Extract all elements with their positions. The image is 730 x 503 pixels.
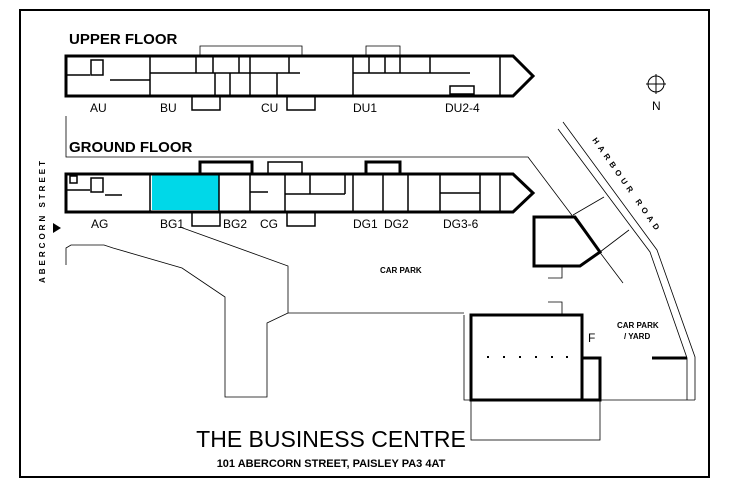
upper-floor-outline	[64, 54, 536, 98]
unit-label-dg3-6[interactable]: DG3-6	[443, 217, 479, 231]
unit-label-du2-4[interactable]: DU2-4	[445, 101, 480, 115]
north-arrow-icon	[646, 74, 666, 94]
footer-address: 101 ABERCORN STREET, PAISLEY PA3 4AT	[217, 458, 446, 470]
ground-stair-b	[191, 211, 221, 227]
abercorn-street-label: ABERCORN STREET	[38, 158, 47, 283]
unit-label-bg2[interactable]: BG2	[223, 217, 247, 231]
ground-floor-outline	[64, 172, 536, 214]
footer-title: THE BUSINESS CENTRE	[196, 426, 466, 452]
ground-floor-partitions	[66, 174, 501, 212]
building-f-line	[548, 301, 563, 315]
car-park-yard-label-2: / YARD	[624, 332, 650, 341]
upper-floor-heading: UPPER FLOOR	[69, 31, 178, 48]
site-features: ABERCORN STREET CAR PARK HARBOUR ROAD F …	[38, 74, 696, 441]
site-line	[572, 196, 605, 216]
unit-label-cu[interactable]: CU	[261, 101, 278, 115]
ground-annex-d	[364, 160, 402, 176]
upper-floor-plan: UPPER FLOOR AU BU CU DU1 DU2-4	[64, 31, 536, 115]
plan-border	[19, 9, 710, 478]
unit-label-dg1[interactable]: DG1	[353, 217, 378, 231]
harbour-road-label: HARBOUR ROAD	[590, 136, 663, 235]
unit-label-ag[interactable]: AG	[91, 217, 108, 231]
small-building-line	[548, 267, 563, 279]
ground-floor-plan: GROUND FLOOR AG BG1 BG2 CG DG1 DG2 DG3-6	[64, 116, 624, 284]
upper-bridge	[199, 45, 303, 56]
building-f-lower	[470, 399, 601, 441]
unit-label-dg2[interactable]: DG2	[384, 217, 409, 231]
highlighted-unit-bg1[interactable]	[152, 174, 219, 210]
building-f-label: F	[588, 331, 595, 345]
unit-label-bu[interactable]: BU	[160, 101, 177, 115]
entrance-arrow-icon	[53, 223, 61, 233]
unit-label-cg[interactable]: CG	[260, 217, 278, 231]
car-park-label: CAR PARK	[380, 266, 422, 275]
unit-label-au[interactable]: AU	[90, 101, 107, 115]
car-park-boundary	[65, 226, 289, 398]
upper-stair-b	[191, 95, 221, 111]
unit-label-du1[interactable]: DU1	[353, 101, 377, 115]
ground-stair-c	[286, 211, 316, 227]
harbour-road-edge-2	[562, 121, 696, 400]
upper-bridge-2	[365, 45, 401, 56]
unit-label-bg1[interactable]: BG1	[160, 217, 184, 231]
north-label: N	[652, 99, 661, 113]
building-f-columns	[487, 356, 568, 358]
ground-annex-b	[198, 160, 254, 176]
harbour-road-edge-1	[557, 128, 688, 400]
building-f-annex	[580, 356, 602, 402]
site-line	[599, 229, 630, 253]
upper-stair-c	[286, 95, 316, 111]
car-park-yard-label-1: CAR PARK	[617, 321, 659, 330]
ground-annex-c	[267, 161, 303, 175]
yard-boundary	[463, 315, 695, 401]
ground-floor-heading: GROUND FLOOR	[69, 139, 192, 156]
upper-floor-partitions	[66, 56, 501, 96]
small-building	[532, 215, 603, 268]
